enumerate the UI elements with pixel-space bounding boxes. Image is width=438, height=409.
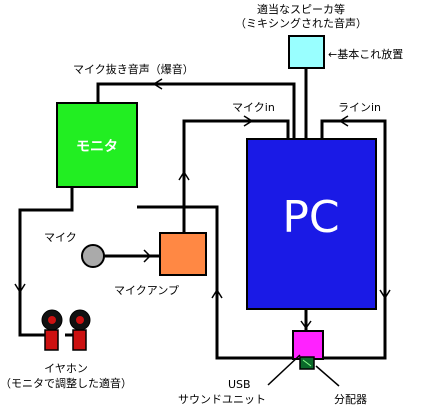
mic-label: マイク	[44, 231, 77, 244]
arrow-up-amp	[178, 170, 190, 181]
arrow-down-earphone	[14, 283, 26, 294]
earphone-icon	[41, 309, 91, 351]
speaker-label-line2: （ミキシングされた音声）	[235, 16, 367, 30]
speaker-label-line1: 適当なスピーカ等	[257, 2, 345, 16]
splitter-leader-line	[315, 365, 340, 387]
speaker-box	[288, 35, 325, 69]
arrows	[14, 42, 391, 330]
arrow-left-mic-extract	[152, 78, 163, 90]
arrow-right-mic-in	[243, 115, 254, 127]
monitor-box	[56, 102, 138, 188]
pc-box	[246, 138, 377, 310]
arrow-down-right-loop	[379, 289, 391, 300]
wire-usb-to-monitor	[137, 205, 300, 360]
usb-label-line1: USB	[228, 378, 251, 391]
speaker-note: ←基本これ放置	[328, 47, 403, 61]
earphone-label-line2: （モニタで調整した適音）	[0, 376, 132, 390]
monitor-label: モニタ	[76, 139, 118, 155]
arrow-up-left-loop	[211, 288, 223, 299]
usb-leader-line	[267, 354, 301, 386]
wire-monitor-to-pc	[96, 82, 296, 139]
mic-amp-label: マイクアンプ	[114, 284, 179, 297]
earphone-label-line1: イヤホン	[44, 362, 88, 375]
wire-amp-to-pc-micin	[182, 119, 290, 233]
splitter-mark	[302, 359, 312, 367]
mic-extract-label: マイク抜き音声（爆音）	[73, 62, 194, 76]
mic-icon	[81, 244, 105, 268]
mic-amp-box	[159, 232, 207, 276]
splitter-label: 分配器	[334, 393, 367, 406]
usb-sound-unit-box	[292, 330, 324, 360]
arrow-right-mic	[143, 249, 152, 263]
line-in-label: ラインin	[338, 101, 381, 114]
arrow-down-usb	[300, 320, 312, 330]
mic-in-label: マイクin	[232, 101, 275, 114]
pc-label: PC	[282, 192, 339, 243]
wire-monitor-to-earphone	[18, 187, 74, 337]
arrow-left-line-in	[338, 115, 349, 127]
usb-label-line2: サウンドユニット	[178, 393, 266, 406]
